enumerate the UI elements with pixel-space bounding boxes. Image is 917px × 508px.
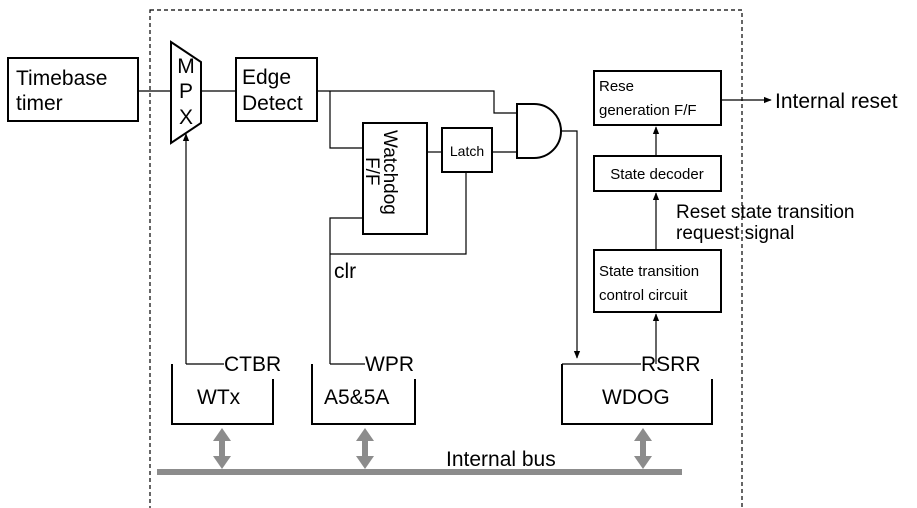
clr-label: clr [334, 260, 356, 283]
reset-ff-label-line1: Rese [599, 78, 634, 95]
mpx-letter-p: P [179, 80, 193, 103]
reset-ff-label-line2: generation F/F [599, 102, 697, 119]
latch-block: Latch [441, 127, 493, 173]
rsrr-register: RSRR WDOG [561, 353, 713, 425]
bus-arrow-ctbr [213, 428, 231, 469]
wpr-register: WPR A5&5A [311, 353, 416, 425]
timebase-timer-block: Timebase timer [7, 57, 139, 122]
ctbr-value: WTx [197, 386, 241, 409]
mpx-letter-x: X [179, 106, 193, 129]
bus-arrow-wpr [356, 428, 374, 469]
reset-generation-ff-block: Rese generation F/F [593, 70, 722, 126]
state-decoder-block: State decoder [593, 155, 722, 192]
timebase-label-line1: Timebase [16, 67, 107, 90]
timebase-label-line2: timer [16, 92, 63, 115]
edge-detect-block: Edge Detect [235, 57, 318, 122]
wire-clr-latch [330, 172, 467, 255]
bus-arrow-rsrr [634, 428, 652, 469]
state-transition-label-line1: State transition [599, 263, 699, 280]
watchdog-ff-block: Watchdog F/F [361, 122, 428, 235]
mpx-multiplexer: M P X [170, 40, 202, 145]
state-transition-control-block: State transition control circuit [593, 249, 722, 313]
ctbr-label: CTBR [224, 353, 281, 376]
wpr-value: A5&5A [324, 386, 389, 409]
watchdog-label: Watchdog [379, 130, 400, 215]
internal-reset-label: Internal reset [775, 90, 898, 113]
module-border [149, 9, 743, 508]
wire-clr-watchdog [329, 217, 363, 254]
and-gate [516, 103, 562, 159]
internal-bus [157, 469, 682, 475]
wire-and-to-rsrr [561, 130, 581, 359]
edge-detect-label-line2: Detect [242, 92, 303, 115]
wpr-label: WPR [365, 353, 414, 376]
mpx-letter-m: M [177, 55, 195, 78]
internal-bus-label: Internal bus [446, 448, 556, 471]
wire-edge-to-watchdog [329, 91, 363, 149]
latch-label: Latch [450, 143, 484, 159]
rsrr-value: WDOG [602, 386, 670, 409]
watchdog-ff-label: F/F [361, 157, 382, 186]
rsrr-label: RSRR [641, 353, 701, 376]
state-decoder-label: State decoder [610, 166, 703, 183]
wire-edge-to-and [317, 90, 517, 114]
ctbr-register: CTBR WTx [171, 353, 281, 425]
state-transition-label-line2: control circuit [599, 287, 688, 304]
reset-request-label-line2: request signal [676, 223, 794, 244]
reset-request-label-line1: Reset state transition [676, 202, 854, 223]
edge-detect-label-line1: Edge [242, 66, 291, 89]
